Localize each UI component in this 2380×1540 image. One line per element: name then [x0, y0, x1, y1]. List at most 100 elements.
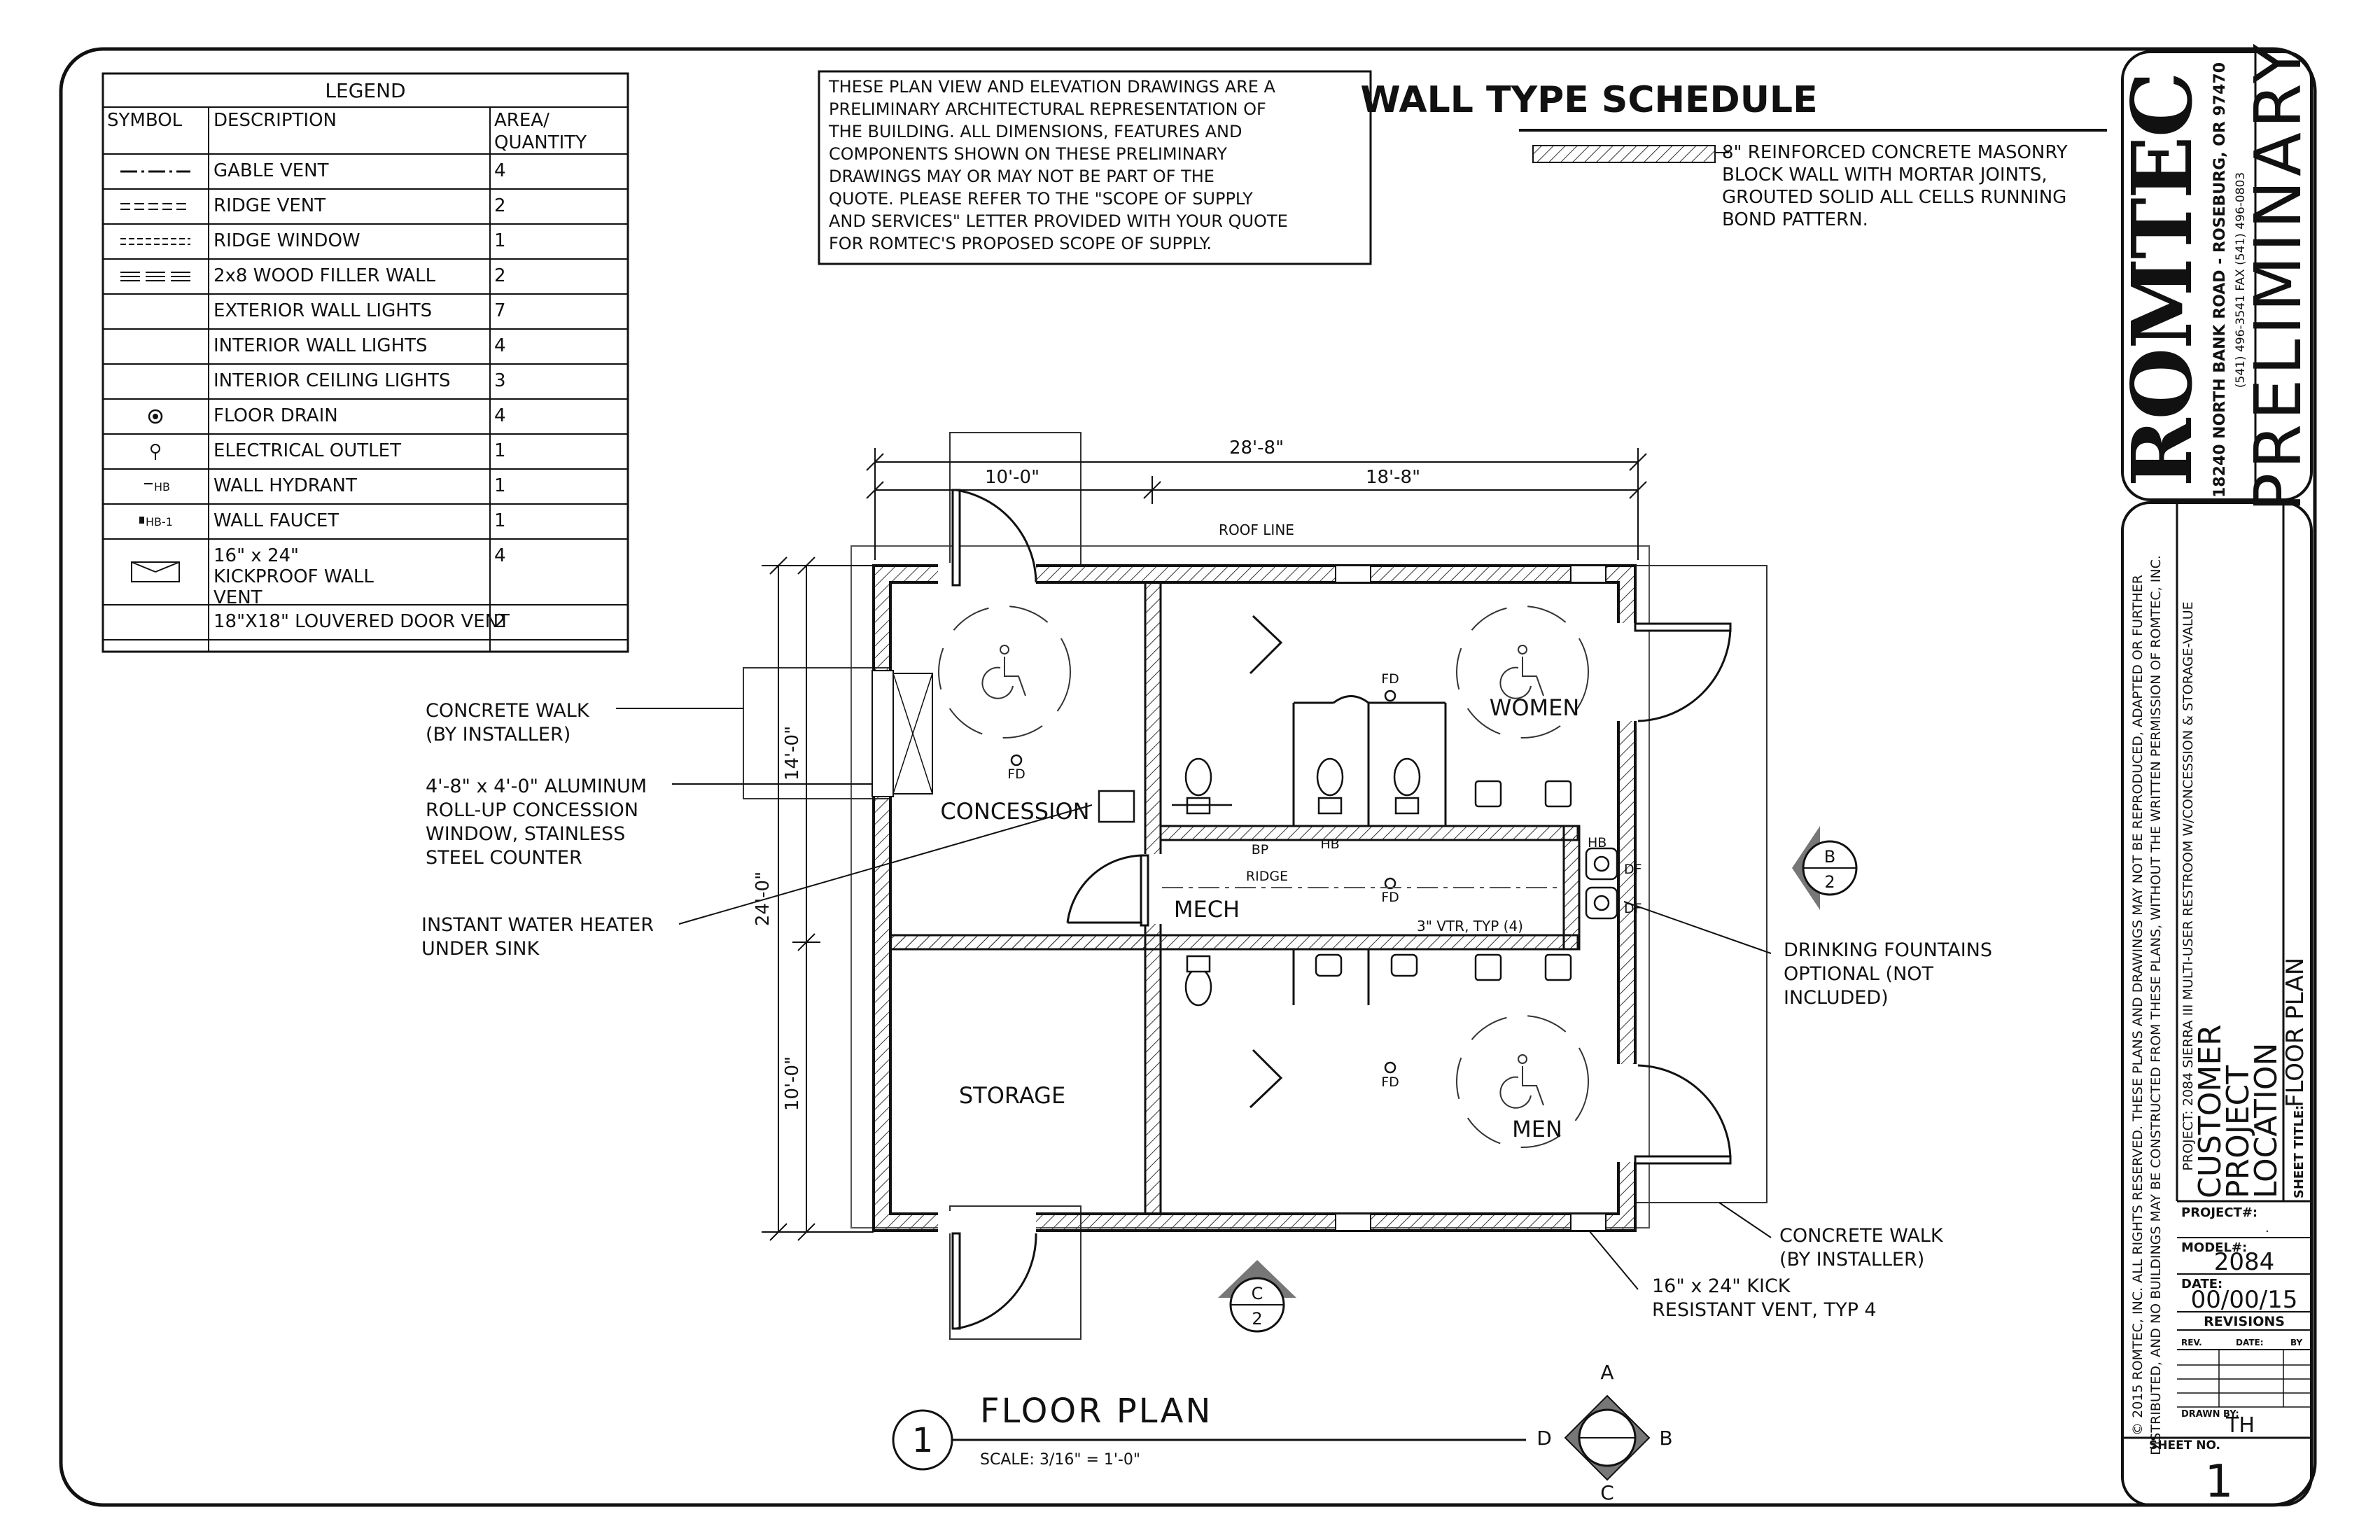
callout-fountains: OPTIONAL (NOT [1784, 963, 1934, 985]
drawing-title: 1 FLOOR PLAN SCALE: 3/16" = 1'-0" [892, 1392, 1526, 1471]
model-label: MODEL#: [2181, 1240, 2247, 1255]
sheet-title: FLOOR PLAN [2281, 958, 2309, 1107]
callout-fountains: INCLUDED) [1784, 987, 1889, 1009]
company-address: 18240 NORTH BANK ROAD - ROSEBURG, OR 974… [2211, 62, 2229, 498]
dimension-left-width: 10'-0" [985, 467, 1040, 488]
company-logo: ROMTEC [2113, 73, 2211, 486]
kickproof-vent-icon [131, 561, 180, 582]
wall-hydrant-icon: HB [144, 480, 170, 493]
notice-line: DRAWINGS MAY OR MAY NOT BE PART OF THE [829, 167, 1214, 186]
customer-line-1: CUSTOMER [2192, 1024, 2228, 1198]
notice-line: THE BUILDING. ALL DIMENSIONS, FEATURES A… [828, 122, 1242, 141]
fd-label: FD [1381, 671, 1399, 687]
electrical-outlet-icon [150, 444, 160, 460]
door-mech[interactable] [1066, 854, 1149, 927]
concrete-walk-left [743, 667, 891, 799]
accessibility-icon [938, 606, 1589, 1148]
date-value: 00/00/15 [2191, 1286, 2298, 1314]
legend-quantity: 4 [494, 545, 506, 566]
legend-description: VENT [214, 587, 262, 608]
project-number-label: PROJECT#: [2181, 1205, 2258, 1220]
callout-concrete-walk-2: (BY INSTALLER) [1779, 1249, 1924, 1270]
callout-window: STEEL COUNTER [426, 847, 582, 869]
dimension-overall-depth: 24'-0" [752, 872, 774, 926]
door-men[interactable] [1634, 1064, 1732, 1165]
concession-window [872, 670, 894, 797]
sheet-border [59, 47, 2317, 1507]
callout-water-heater: UNDER SINK [421, 938, 540, 960]
legend-description: 16" x 24" [214, 545, 299, 566]
fd-label: FD [1381, 1074, 1399, 1090]
legend-header-quantity: AREA/QUANTITY [494, 110, 587, 153]
wall-schedule-title: WALL TYPE SCHEDULE [1360, 79, 1817, 121]
legend-description: EXTERIOR WALL LIGHTS [214, 300, 432, 321]
drawn-by-label: DRAWN BY: [2181, 1409, 2239, 1420]
concrete-walk-right [1634, 565, 1768, 1203]
notice-line: THESE PLAN VIEW AND ELEVATION DRAWINGS A… [828, 77, 1276, 97]
legend-description: ELECTRICAL OUTLET [214, 440, 401, 461]
notice-line: QUOTE. PLEASE REFER TO THE "SCOPE OF SUP… [829, 189, 1253, 209]
svg-text:C: C [1600, 1481, 1614, 1504]
legend-description: WALL FAUCET [214, 510, 339, 531]
legend-description: INTERIOR CEILING LIGHTS [214, 370, 450, 391]
fd-label: FD [1007, 766, 1026, 782]
dimension-lines-left [762, 556, 874, 1241]
svg-text:C: C [1252, 1284, 1264, 1303]
toilets-men [1184, 953, 1572, 1007]
kickproof-vent-icon [1335, 565, 1606, 1231]
notice-line: AND SERVICES" LETTER PROVIDED WITH YOUR … [829, 211, 1288, 231]
door-storage[interactable] [951, 1232, 1037, 1330]
legend-description: INTERIOR WALL LIGHTS [214, 335, 428, 356]
legend-row: WALL FAUCET 1 HB-1 [103, 510, 628, 540]
legend-description: KICKPROOF WALL [214, 566, 374, 587]
customer-line-3: LOCATION [2248, 1043, 2284, 1198]
room-label-women: WOMEN [1490, 694, 1580, 721]
legend-description: GABLE VENT [214, 160, 329, 181]
floor-drain-icon [148, 409, 163, 424]
door-women[interactable] [1634, 622, 1732, 722]
legend-quantity: 4 [494, 405, 506, 426]
wall-schedule-line: GROUTED SOLID ALL CELLS RUNNING [1722, 187, 2066, 208]
legend-title: LEGEND [325, 79, 405, 102]
wall-faucet-icon: HB-1 [139, 515, 173, 528]
wall-mech-top [1159, 825, 1579, 841]
dimension-lower-depth: 10'-0" [782, 1056, 803, 1111]
plan-scale: SCALE: 3/16" = 1'-0" [980, 1451, 1140, 1469]
ridge-window-line [120, 238, 190, 245]
fd-label: FD [1381, 890, 1399, 905]
dimension-upper-depth: 14'-0" [782, 726, 803, 780]
ridge-vent-line [120, 203, 190, 210]
callout-window: 4'-8" x 4'-0" ALUMINUM [426, 776, 647, 797]
legend-quantity: 2 [494, 265, 506, 286]
copyright-line-1: © 2015 ROMTEC, INC. ALL RIGHTS RESERVED.… [2130, 575, 2146, 1436]
dimension-lines-top [866, 448, 1647, 560]
legend-header-description: DESCRIPTION [214, 110, 337, 131]
dimension-overall-width: 28'-8" [1229, 438, 1284, 458]
legend-quantity: 2 [494, 195, 506, 216]
section-marker-c: C 2 [1218, 1260, 1296, 1333]
company-phone: (541) 496-3541 FAX (541) 496-0803 [2234, 172, 2248, 388]
sheet-title-label: SHEET TITLE: [2292, 1105, 2306, 1198]
callout-window: ROLL-UP CONCESSION [426, 799, 638, 821]
hb-label: HB [1320, 836, 1339, 852]
legend-description: RIDGE VENT [214, 195, 326, 216]
svg-text:B: B [1824, 847, 1835, 867]
legend-quantity: 2 [494, 611, 506, 632]
svg-text:2: 2 [1824, 872, 1835, 892]
sheet-number: 1 [2205, 1456, 2234, 1508]
legend-quantity: 1 [494, 510, 506, 531]
concrete-walk-bottom [949, 1205, 1082, 1340]
callout-concrete-walk-2: CONCRETE WALK [1779, 1225, 1944, 1247]
hb-label-exterior: HB [1588, 835, 1606, 850]
project-description: PROJECT: 2084 SIERRA III MULTI-USER REST… [2180, 601, 2196, 1170]
notice-line: FOR ROMTEC'S PROPOSED SCOPE OF SUPPLY. [829, 234, 1212, 253]
